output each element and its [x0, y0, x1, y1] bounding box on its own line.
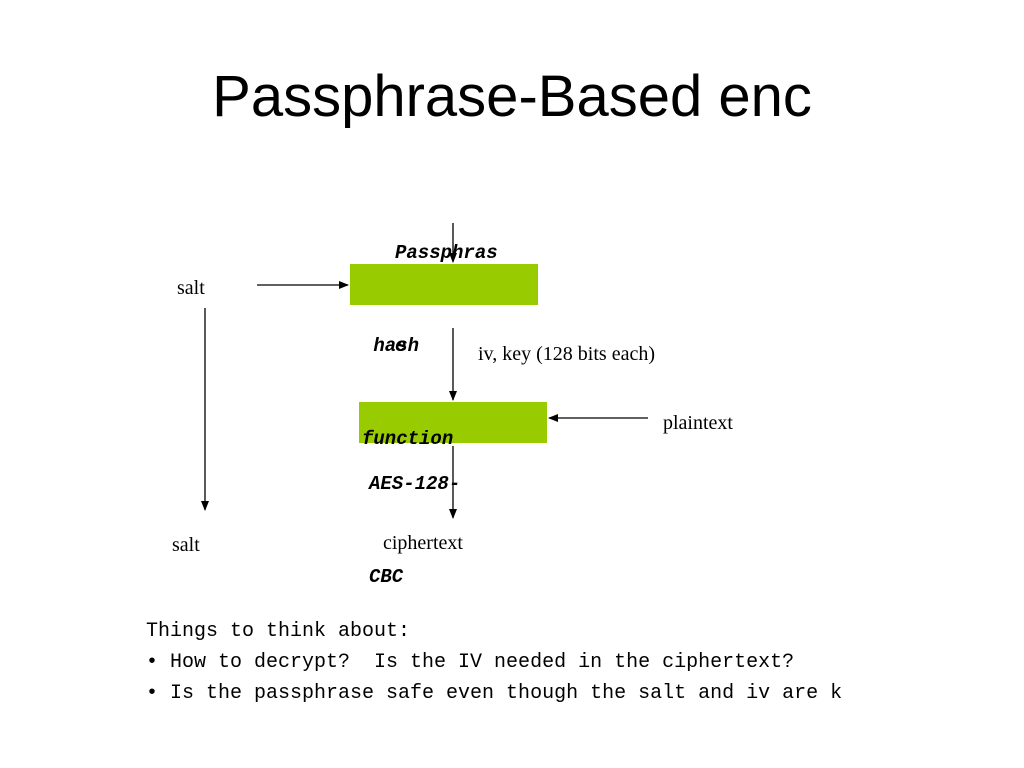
notes-item: • How to decrypt? Is the IV needed in th… [146, 651, 795, 674]
hash-function-label: hash function [362, 335, 454, 450]
salt-output-label: salt [172, 534, 200, 556]
plaintext-label: plaintext [663, 412, 733, 434]
salt-input-label: salt [177, 277, 205, 299]
iv-key-label: iv, key (128 bits each) [478, 343, 655, 365]
notes: Things to think about: • How to decrypt?… [146, 616, 1024, 709]
notes-item: • Is the passphrase safe even though the… [146, 682, 843, 705]
slide-title: Passphrase-Based enc [212, 64, 812, 129]
aes-box [359, 402, 547, 443]
ciphertext-label: ciphertext [383, 532, 463, 554]
notes-heading: Things to think about: [146, 620, 411, 643]
aes-label: AES-128- CBC [369, 473, 461, 588]
passphrase-label: Passphras e [395, 242, 498, 357]
hash-function-box [350, 264, 538, 305]
